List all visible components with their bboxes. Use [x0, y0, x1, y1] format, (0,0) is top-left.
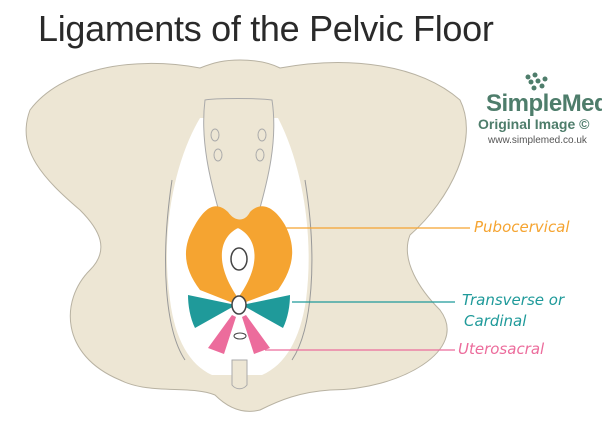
watermark-subtitle: Original Image ©	[478, 116, 590, 132]
simplemed-logo-icon	[525, 72, 548, 91]
pubocervical-ligament	[185, 206, 293, 305]
label-uterosacral: Uterosacral	[458, 340, 545, 358]
cervix	[231, 295, 247, 315]
cardinal-ligament	[188, 295, 290, 328]
watermark-url: www.simplemed.co.uk	[488, 135, 587, 146]
coccyx	[231, 359, 248, 390]
watermark-brand: SimpleMed	[486, 90, 602, 117]
label-cardinal: Cardinal	[464, 312, 527, 330]
label-transverse: Transverse or	[462, 291, 565, 309]
rectum	[233, 332, 247, 340]
urethra	[230, 247, 248, 271]
uterosacral-ligament	[208, 315, 270, 354]
diagram-title: Ligaments of the Pelvic Floor	[38, 8, 494, 49]
label-pubocervical: Pubocervical	[474, 218, 570, 236]
